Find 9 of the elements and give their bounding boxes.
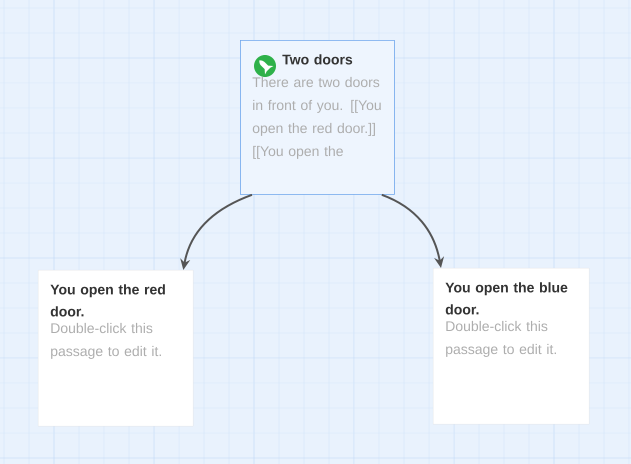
passage-title: Two doors (282, 54, 352, 64)
start-passage-box (240, 40, 395, 195)
passage-text: There are two doors in front of you. [[You open the red door.]] [[You open the (252, 76, 381, 159)
passage-title: You open the blue door. (445, 282, 568, 314)
passage-box (433, 268, 590, 424)
passage-title: You open the red door. (50, 284, 165, 316)
passage-box (38, 270, 194, 426)
passage-text: Double-click this passage to edit it. (446, 320, 556, 357)
passage-text: Double-click this passage to edit it. (51, 322, 161, 359)
